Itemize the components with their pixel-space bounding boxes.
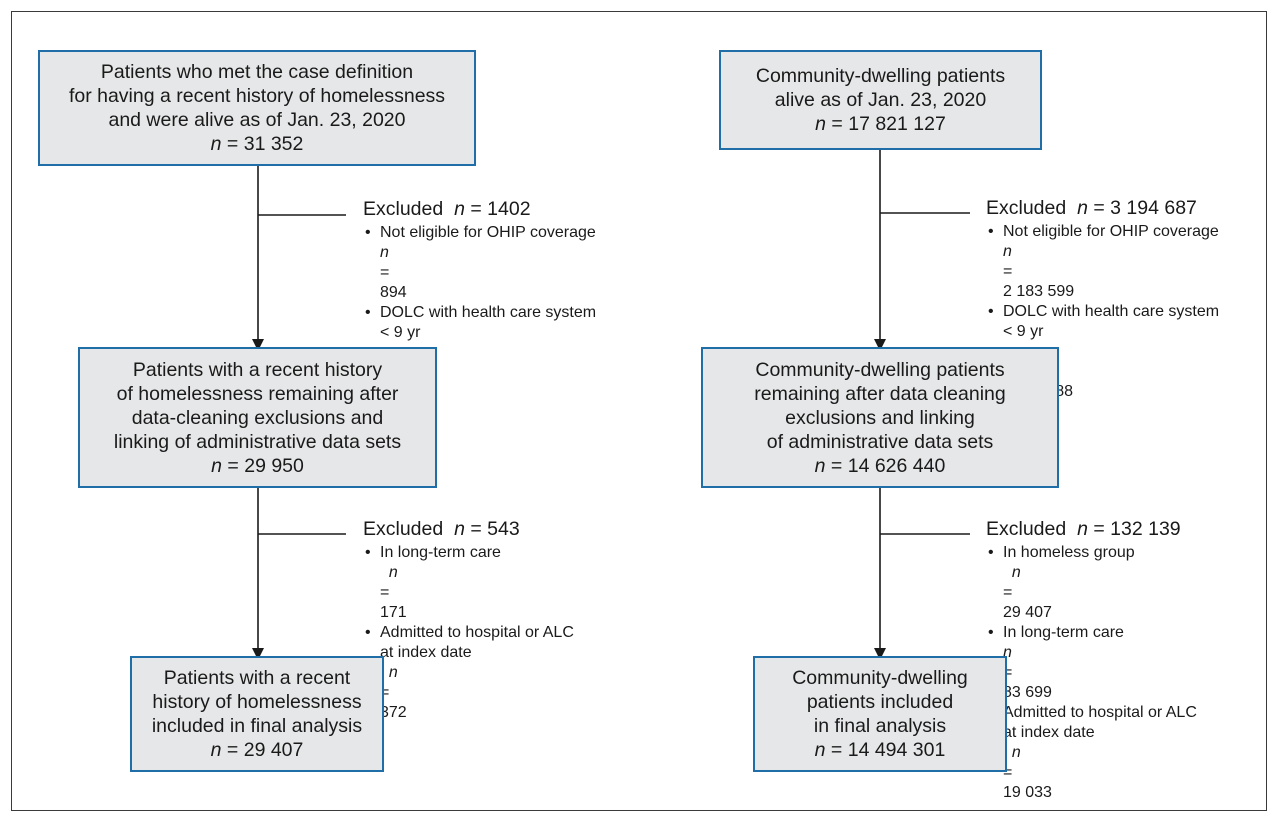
right-excl1-item-1: Not eligible for OHIP coverage n = 2 183… [986, 222, 1219, 302]
left-excl1-title: Excluded n = 1402 [363, 198, 531, 220]
right-exclusions-2: Excluded n = 132 139 In homeless group n… [986, 518, 1197, 803]
right-box3-count: n = 14 494 301 [814, 739, 946, 761]
left-excl2-title: Excluded n = 543 [363, 518, 520, 540]
left-box-after-cleaning: Patients with a recent history of homele… [78, 347, 437, 488]
left-exclusions-2: Excluded n = 543 In long-term care n = 1… [363, 518, 574, 723]
right-excl2-item-1: In homeless group n = 29 407 [986, 543, 1197, 623]
right-excl1-title: Excluded n = 3 194 687 [986, 197, 1197, 219]
right-excl2-item-3: Admitted to hospital or ALC at index dat… [986, 703, 1197, 803]
left-excl2-item-1: In long-term care n = 171 [363, 543, 574, 623]
right-box-after-cleaning: Community-dwelling patients remaining af… [701, 347, 1059, 488]
left-excl2-item-2: Admitted to hospital or ALC at index dat… [363, 623, 574, 723]
right-excl2-title: Excluded n = 132 139 [986, 518, 1181, 540]
right-excl2-item-2: In long-term care n = 83 699 [986, 623, 1197, 703]
figure-frame [11, 11, 1267, 811]
left-excl1-item-1: Not eligible for OHIP coverage n = 894 [363, 223, 596, 303]
right-box1-count: n = 17 821 127 [815, 113, 946, 135]
left-box1-count: n = 31 352 [210, 133, 304, 155]
left-box-initial-cohort: Patients who met the case definition for… [38, 50, 476, 166]
right-box-final: Community-dwelling patients included in … [753, 656, 1007, 772]
right-box-initial-cohort: Community-dwelling patients alive as of … [719, 50, 1042, 150]
left-box-final: Patients with a recent history of homele… [130, 656, 384, 772]
left-box3-count: n = 29 407 [210, 739, 304, 761]
right-box2-count: n = 14 626 440 [814, 454, 946, 477]
left-box2-count: n = 29 950 [211, 454, 304, 477]
